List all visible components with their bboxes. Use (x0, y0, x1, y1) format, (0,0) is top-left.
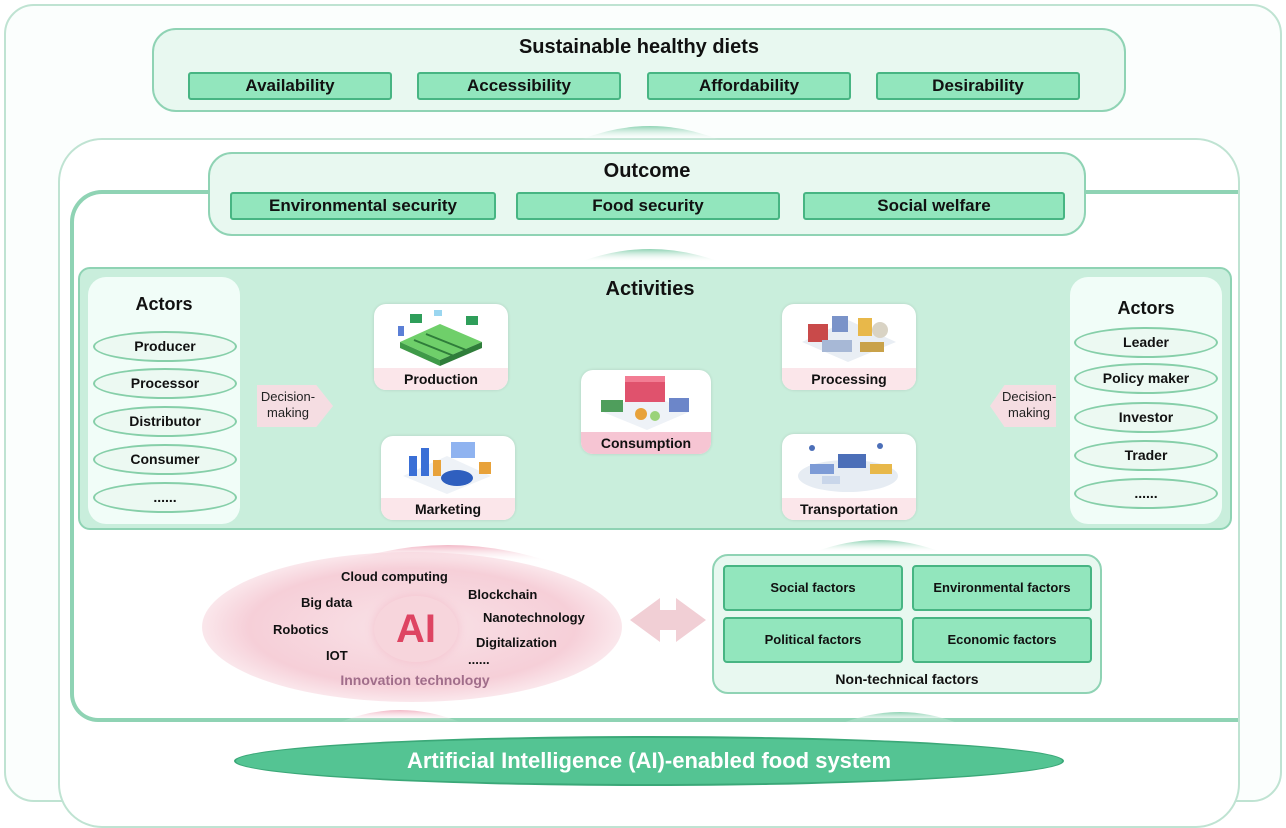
decision-left-line2: making (267, 405, 309, 420)
label-processing: Processing (782, 368, 916, 390)
tech-blockchain: Blockchain (468, 587, 538, 602)
pill-accessibility: Accessibility (417, 72, 621, 100)
tech-robotics: Robotics (273, 622, 329, 637)
actors-left-title: Actors (135, 294, 193, 314)
card-consumption: Consumption (581, 370, 711, 454)
arrow-from-base-left (340, 710, 460, 722)
innovation-caption: Innovation technology (340, 672, 490, 688)
actor-left-more: ...... (93, 482, 237, 513)
pill-environmental-security: Environmental security (230, 192, 496, 220)
actor-consumer: Consumer (93, 444, 237, 475)
card-processing: Processing (782, 304, 916, 390)
tech-digitalization: Digitalization (476, 635, 557, 650)
tech-big-data: Big data (301, 595, 353, 610)
tech-cloud-computing: Cloud computing (341, 569, 448, 584)
actor-policy-maker: Policy maker (1074, 363, 1218, 394)
decision-right-line2: making (1008, 405, 1050, 420)
decision-making-left-arrow: Decision- making (257, 385, 333, 427)
ai-label: AI (396, 607, 436, 651)
tech-iot: IOT (326, 648, 348, 663)
actor-trader: Trader (1074, 440, 1218, 471)
factor-social: Social factors (723, 565, 903, 611)
label-consumption: Consumption (581, 432, 711, 454)
actor-distributor: Distributor (93, 406, 237, 437)
non-technical-caption: Non-technical factors (835, 671, 979, 687)
factor-environmental: Environmental factors (912, 565, 1092, 611)
actor-right-more: ...... (1074, 478, 1218, 509)
pill-desirability: Desirability (876, 72, 1080, 100)
factor-economic: Economic factors (912, 617, 1092, 663)
arrow-from-base-right (840, 712, 960, 724)
double-arrow (630, 598, 706, 642)
ai-badge (374, 596, 458, 662)
actor-leader: Leader (1074, 327, 1218, 358)
arrow-to-sustainable (580, 126, 720, 140)
decision-right-line1: Decision- (1002, 389, 1057, 404)
decision-left-line1: Decision- (260, 389, 316, 404)
outcome-title: Outcome (603, 160, 691, 182)
arrow-to-outcome (580, 249, 720, 262)
market-icon (601, 376, 689, 430)
tech-more: ...... (468, 652, 490, 667)
pill-social-welfare: Social welfare (803, 192, 1065, 220)
pill-availability: Availability (188, 72, 392, 100)
decision-making-right-arrow: Decision- making (990, 385, 1056, 427)
pill-food-security: Food security (516, 192, 780, 220)
label-transportation: Transportation (782, 498, 916, 520)
factory-icon (802, 316, 896, 362)
card-transportation: Transportation (782, 434, 916, 520)
factor-political: Political factors (723, 617, 903, 663)
sustainable-title: Sustainable healthy diets (518, 36, 760, 58)
actor-investor: Investor (1074, 402, 1218, 433)
activities-title: Activities (605, 278, 695, 300)
tech-nanotechnology: Nanotechnology (483, 610, 585, 625)
farm-icon (398, 310, 482, 366)
analytics-icon (403, 442, 491, 494)
pill-affordability: Affordability (647, 72, 851, 100)
system-title: Artificial Intelligence (AI)-enabled foo… (234, 736, 1064, 786)
actor-processor: Processor (93, 368, 237, 399)
arrow-from-nontech (815, 540, 941, 552)
label-marketing: Marketing (381, 498, 515, 520)
card-marketing: Marketing (381, 436, 515, 520)
logistics-icon (798, 443, 898, 492)
card-production: Production (374, 304, 508, 390)
actor-producer: Producer (93, 331, 237, 362)
actors-right-title: Actors (1117, 298, 1175, 318)
label-production: Production (374, 368, 508, 390)
